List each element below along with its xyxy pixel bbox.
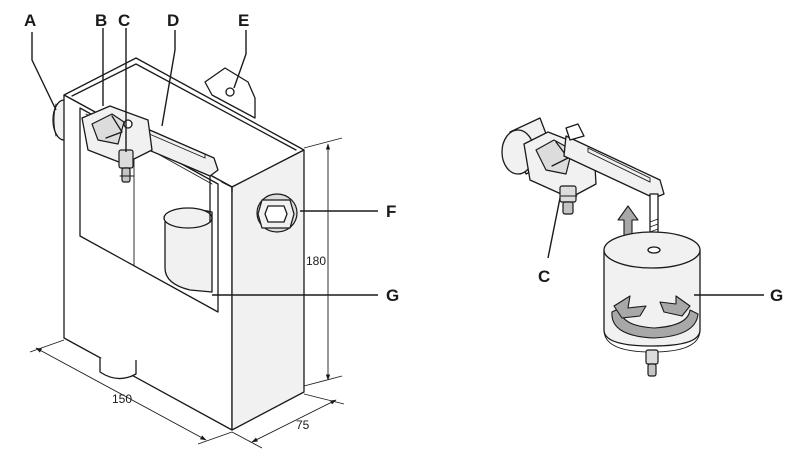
dimension-height-label: 180 [306,254,326,268]
label-g-right: G [770,286,783,305]
nozzle-detail [560,186,577,214]
label-g-left: G [386,286,399,305]
bottom-outlet [100,358,136,379]
dimension-width-label: 150 [112,392,132,406]
label-a: A [24,11,36,30]
housing-assembly [30,28,378,448]
side-connector-f [257,194,297,232]
label-f: F [386,202,396,221]
dimension-depth-label: 75 [296,418,310,432]
box-side-face [232,150,304,430]
leader-c-right [548,198,560,258]
label-c-right: C [538,267,550,286]
label-c-left: C [118,11,130,30]
label-b: B [95,11,107,30]
label-d: D [167,11,179,30]
leader-a [32,32,56,110]
float-mechanism-detail [502,118,764,376]
label-e: E [238,11,249,30]
